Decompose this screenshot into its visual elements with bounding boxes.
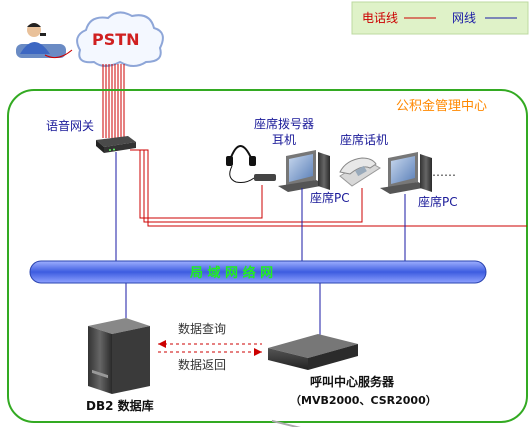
legend-net-label: 网线 xyxy=(452,11,476,25)
gateway-label: 语音网关 xyxy=(46,118,94,133)
pstn-cloud-icon: PSTN xyxy=(76,11,164,67)
call-center-server-icon xyxy=(268,334,358,427)
phone-trunk-bundle xyxy=(102,64,125,138)
headset-icon xyxy=(226,145,276,183)
desk-phone-label: 座席话机 xyxy=(340,132,388,147)
headset-label-line1: 座席拨号器 xyxy=(254,116,314,131)
network-cable-lines xyxy=(115,152,406,336)
db-label: DB2 数据库 xyxy=(86,398,154,413)
database-server-icon xyxy=(88,318,150,394)
server-model: （MVB2000、CSR2000） xyxy=(290,394,437,407)
server-label: 呼叫中心服务器 xyxy=(310,374,395,389)
more-agents-ellipsis: …… xyxy=(432,165,456,179)
center-title: 公积金管理中心 xyxy=(396,98,487,114)
flow-return-arrowhead xyxy=(254,348,262,356)
caller-person-icon xyxy=(16,23,73,59)
lan-label: 局 域 网 络 网 xyxy=(190,265,273,281)
lan-bus xyxy=(29,260,487,284)
pstn-label: PSTN xyxy=(92,30,140,49)
agent-pc-2-icon xyxy=(380,152,432,194)
flow-return-label: 数据返回 xyxy=(178,357,226,372)
legend-phone-label: 电话线 xyxy=(362,11,398,25)
agent-pc-1-label: 座席PC xyxy=(310,190,350,205)
flow-query-arrowhead xyxy=(158,340,166,348)
desk-phone-icon xyxy=(339,157,381,187)
agent-pc-1-icon xyxy=(278,150,330,192)
agent-pc-2-label: 座席PC xyxy=(418,194,458,209)
gateway-device-icon xyxy=(96,136,136,153)
headset-label-line2: 耳机 xyxy=(272,133,296,147)
legend: 电话线 网线 xyxy=(351,1,529,35)
flow-query-label: 数据查询 xyxy=(178,321,226,336)
center-boundary xyxy=(7,89,528,423)
phone-extension-lines xyxy=(130,149,527,227)
